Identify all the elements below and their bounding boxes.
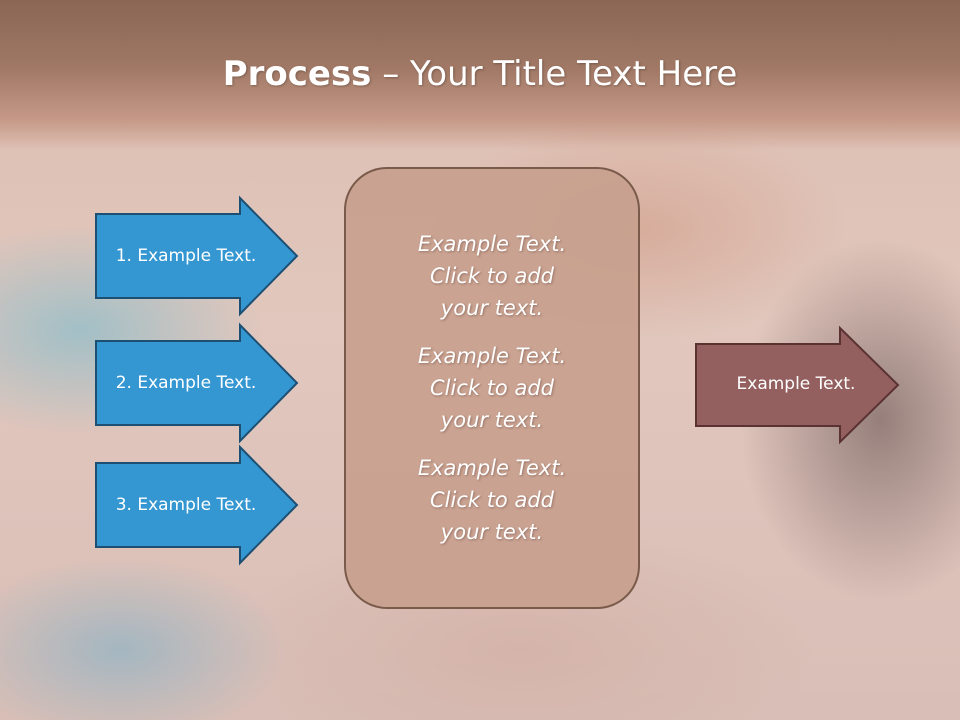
center-line: your text.	[440, 296, 544, 320]
center-line: your text.	[440, 520, 544, 544]
center-text-block-2[interactable]: Example Text. Click to add your text.	[418, 340, 566, 436]
center-line: Click to add	[429, 488, 554, 512]
title-bold: Process	[222, 54, 372, 94]
output-label: Example Text.	[736, 374, 856, 394]
title-band	[0, 0, 960, 150]
input-label-3: 3. Example Text.	[115, 495, 257, 515]
input-arrow-1[interactable]	[95, 195, 299, 317]
input-arrow-2[interactable]	[95, 322, 299, 444]
center-line: Example Text.	[417, 344, 567, 368]
title-rest: – Your Title Text Here	[371, 54, 738, 94]
center-line: your text.	[440, 408, 544, 432]
center-text-block-1[interactable]: Example Text. Click to add your text.	[418, 228, 566, 324]
center-box-shape[interactable]	[344, 167, 640, 609]
center-box-text: Example Text. Click to add your text. Ex…	[345, 168, 639, 608]
output-arrow[interactable]	[695, 325, 900, 445]
input-label-2: 2. Example Text.	[115, 373, 257, 393]
input-arrow-3[interactable]	[95, 444, 299, 566]
center-line: Example Text.	[417, 456, 567, 480]
slide-title: Process – Your Title Text Here	[0, 52, 960, 96]
input-label-1: 1. Example Text.	[115, 246, 257, 266]
center-line: Click to add	[429, 376, 554, 400]
center-line: Click to add	[429, 264, 554, 288]
center-text-block-3[interactable]: Example Text. Click to add your text.	[418, 452, 566, 548]
center-line: Example Text.	[417, 232, 567, 256]
